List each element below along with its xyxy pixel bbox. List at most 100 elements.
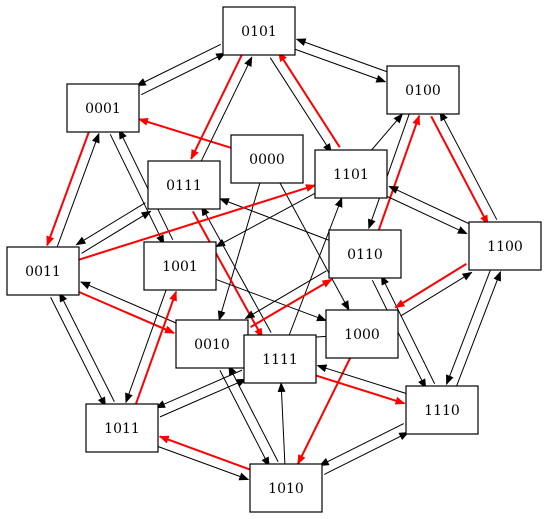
node-label: 1110 bbox=[424, 403, 460, 419]
edge-1111-to-1101 bbox=[288, 197, 343, 336]
edge-0011-to-0111 bbox=[81, 210, 152, 254]
node-label: 0000 bbox=[249, 152, 285, 168]
edge-0001-to-1001 bbox=[109, 133, 165, 246]
edge-0110-to-0010 bbox=[244, 270, 327, 320]
node-label: 1000 bbox=[344, 327, 380, 343]
node-label: 1010 bbox=[268, 481, 304, 497]
node-label: 1001 bbox=[162, 259, 198, 275]
edge-1001-to-1011 bbox=[125, 288, 168, 404]
edge-1111-to-1110 bbox=[314, 374, 406, 405]
edge-1101-to-0100 bbox=[371, 113, 404, 151]
node-box bbox=[66, 83, 140, 133]
node-label: 0110 bbox=[347, 247, 383, 263]
edge-1110-to-1100 bbox=[455, 270, 501, 388]
node-1010: 1010 bbox=[249, 463, 323, 513]
edge-1010-to-1110 bbox=[324, 432, 410, 475]
node-1110: 1110 bbox=[405, 385, 479, 435]
node-box bbox=[243, 334, 317, 384]
node-box bbox=[6, 246, 80, 296]
edge-0011-to-1011 bbox=[50, 297, 106, 408]
edge-0010-to-0110 bbox=[250, 278, 333, 328]
edge-0101-to-0001 bbox=[135, 43, 222, 87]
node-box bbox=[328, 229, 402, 279]
node-box bbox=[468, 221, 542, 271]
edge-0000-to-0001 bbox=[138, 118, 232, 149]
node-box bbox=[405, 385, 479, 435]
edge-0001-to-0011 bbox=[46, 129, 91, 247]
node-box bbox=[386, 65, 460, 115]
node-0010: 0010 bbox=[175, 319, 249, 369]
edge-0100-to-1100 bbox=[430, 115, 489, 226]
edge-1000-to-1100 bbox=[400, 271, 473, 317]
node-1011: 1011 bbox=[85, 403, 159, 453]
edge-0100-to-0101 bbox=[295, 38, 389, 73]
edge-1011-to-1010 bbox=[156, 445, 250, 481]
node-1111: 1111 bbox=[243, 334, 317, 384]
edge-0010-to-1010 bbox=[219, 370, 270, 468]
node-box bbox=[222, 6, 296, 56]
edge-0011-to-1101 bbox=[78, 184, 316, 261]
edge-0011-to-0010 bbox=[76, 290, 175, 334]
node-box bbox=[175, 319, 249, 369]
node-0000: 0000 bbox=[230, 134, 304, 184]
edge-1010-to-1111 bbox=[277, 382, 286, 465]
node-box bbox=[85, 403, 159, 453]
edge-1110-to-1010 bbox=[318, 423, 404, 466]
edge-1111-to-0111 bbox=[201, 205, 272, 333]
node-box bbox=[147, 160, 221, 210]
node-box bbox=[314, 149, 388, 199]
edge-0101-to-0111 bbox=[190, 52, 244, 160]
node-label: 0001 bbox=[85, 101, 121, 117]
edge-1000-to-1010 bbox=[296, 357, 352, 465]
edge-1011-to-1001 bbox=[134, 290, 178, 407]
node-1100: 1100 bbox=[468, 221, 542, 271]
node-label: 0101 bbox=[241, 24, 277, 40]
edge-0000-to-0010 bbox=[217, 182, 261, 321]
edge-0101-to-1101 bbox=[269, 57, 332, 154]
edge-1101-to-1100 bbox=[384, 194, 468, 235]
edge-0011-to-0001 bbox=[56, 132, 100, 249]
edges-layer bbox=[46, 38, 501, 481]
edge-1010-to-1011 bbox=[158, 435, 253, 472]
node-box bbox=[249, 463, 323, 513]
edge-1100-to-1110 bbox=[446, 268, 492, 386]
node-1001: 1001 bbox=[143, 241, 217, 291]
node-label: 0111 bbox=[166, 178, 202, 194]
node-label: 1100 bbox=[487, 239, 523, 255]
edge-1111-to-1011 bbox=[155, 369, 243, 409]
edge-1110-to-1111 bbox=[316, 364, 408, 395]
edge-1011-to-0011 bbox=[59, 291, 115, 402]
edge-0100-to-0110 bbox=[368, 112, 411, 230]
node-label: 0100 bbox=[405, 83, 441, 99]
node-0110: 0110 bbox=[328, 229, 402, 279]
edge-0101-to-0100 bbox=[293, 48, 387, 83]
edge-1100-to-0100 bbox=[439, 110, 498, 220]
node-box bbox=[325, 309, 399, 359]
node-box bbox=[230, 134, 304, 184]
edge-0000-to-1000 bbox=[279, 182, 350, 311]
node-box bbox=[143, 241, 217, 291]
edge-1011-to-1111 bbox=[159, 378, 247, 418]
node-label: 0010 bbox=[194, 337, 230, 353]
edge-0001-to-0101 bbox=[140, 52, 227, 96]
node-1000: 1000 bbox=[325, 309, 399, 359]
node-label: 0011 bbox=[25, 264, 61, 280]
edge-0110-to-0100 bbox=[377, 114, 421, 233]
edge-1001-to-1000 bbox=[215, 278, 327, 322]
node-0001: 0001 bbox=[66, 83, 140, 133]
edge-1100-to-1000 bbox=[394, 263, 467, 309]
node-0111: 0111 bbox=[147, 160, 221, 210]
edge-1101-to-0101 bbox=[277, 51, 341, 148]
edge-0111-to-0011 bbox=[75, 202, 146, 246]
edge-0111-to-0101 bbox=[199, 56, 253, 164]
edge-1101-to-1001 bbox=[215, 192, 316, 248]
edge-0110-to-1110 bbox=[371, 279, 427, 390]
node-0100: 0100 bbox=[386, 65, 460, 115]
node-label: 1011 bbox=[104, 421, 140, 437]
edge-1110-to-0110 bbox=[380, 274, 436, 385]
edge-1001-to-0001 bbox=[118, 128, 174, 241]
edge-0110-to-0111 bbox=[219, 198, 330, 241]
node-label: 1101 bbox=[333, 167, 369, 183]
edge-1100-to-1101 bbox=[388, 185, 472, 226]
